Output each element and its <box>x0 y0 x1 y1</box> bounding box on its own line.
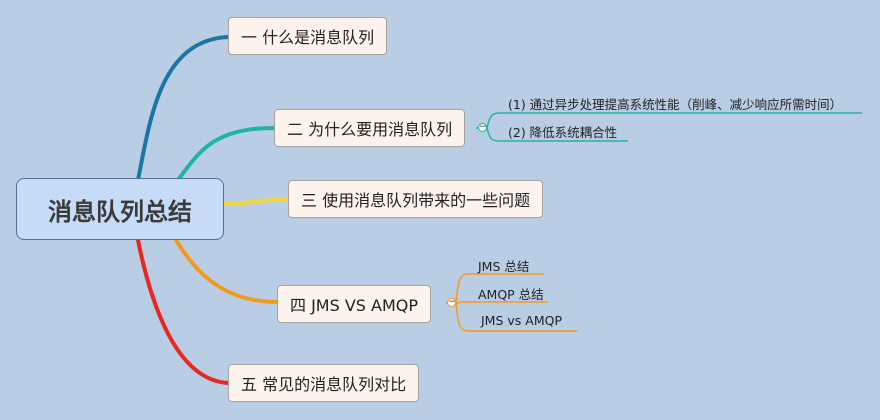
subtopic-jms-vs-amqp[interactable]: JMS vs AMQP <box>481 313 562 328</box>
branch-5-line <box>136 238 230 385</box>
subtopic-jms-summary[interactable]: JMS 总结 <box>478 259 530 274</box>
t4-child-3-line <box>455 302 578 332</box>
central-topic[interactable]: 消息队列总结 <box>16 178 224 240</box>
topic-mq-problems[interactable]: 三 使用消息队列带来的一些问题 <box>288 180 544 218</box>
branch-1-line <box>136 35 230 182</box>
subtopic-amqp-summary[interactable]: AMQP 总结 <box>478 287 544 302</box>
t4-child-2-line <box>456 301 548 304</box>
topic-label: 五 常见的消息队列对比 <box>241 375 407 394</box>
t4-child-1-line <box>455 273 544 304</box>
topic-label: 三 使用消息队列带来的一些问题 <box>301 191 531 210</box>
branch-2-line <box>176 126 276 182</box>
topic-jms-vs-amqp[interactable]: 四 JMS VS AMQP <box>277 285 432 323</box>
t2-child-1-line <box>486 112 862 129</box>
topic-label: 一 什么是消息队列 <box>241 28 375 47</box>
t2-child-2-line <box>486 127 628 142</box>
central-topic-label: 消息队列总结 <box>48 197 192 226</box>
topic-label: 四 JMS VS AMQP <box>290 296 419 315</box>
topic-why-use-mq[interactable]: 二 为什么要用消息队列 <box>274 109 466 147</box>
collapse-icon[interactable]: − <box>478 122 487 132</box>
branch-3-line <box>222 197 290 206</box>
collapse-icon[interactable]: − <box>447 297 456 307</box>
subtopic-async-performance[interactable]: (1) 通过异步处理提高系统性能（削峰、减少响应所需时间） <box>508 97 843 112</box>
subtopic-decoupling[interactable]: (2) 降低系统耦合性 <box>508 125 618 140</box>
branch-4-line <box>174 238 280 304</box>
topic-what-is-mq[interactable]: 一 什么是消息队列 <box>228 17 388 55</box>
topic-label: 二 为什么要用消息队列 <box>287 120 453 139</box>
topic-mq-comparison[interactable]: 五 常见的消息队列对比 <box>228 364 420 402</box>
